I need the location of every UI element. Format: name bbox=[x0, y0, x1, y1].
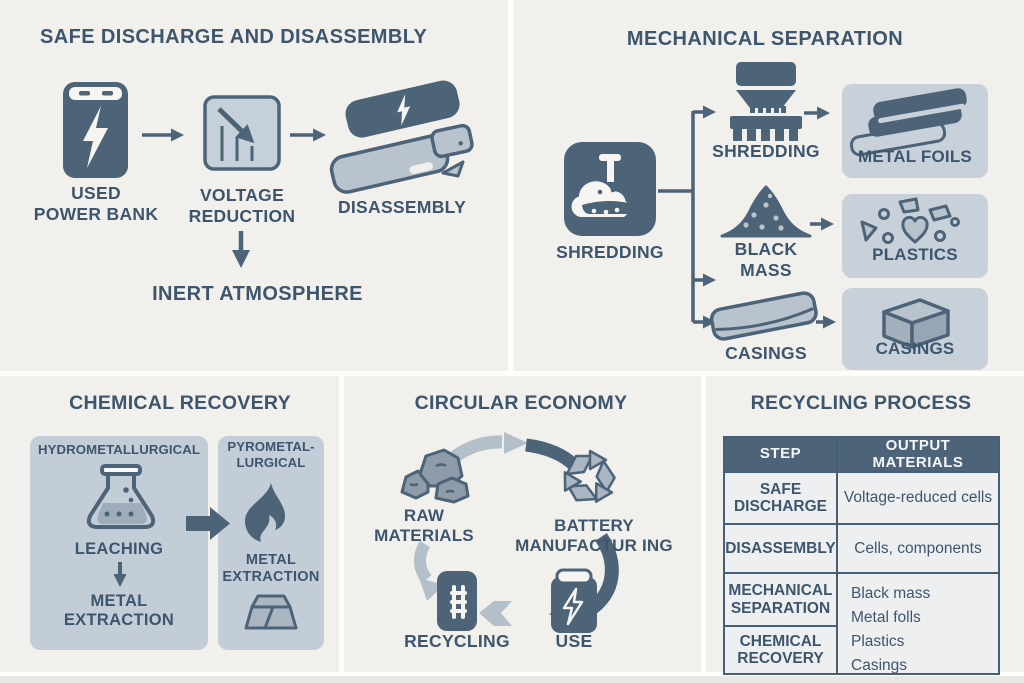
label-disassembly: DISASSEMBLY bbox=[337, 197, 467, 217]
panel-title-mechanical-separation: MECHANICAL SEPARATION bbox=[626, 28, 904, 50]
panel-title-chemical-recovery: CHEMICAL RECOVERY bbox=[69, 392, 291, 414]
label-metal-extraction-pyro: METAL EXTRACTION bbox=[222, 552, 320, 586]
recycling-process-table: STEP OUTPUT MATERIALS SAFE DISCHARGE Vol… bbox=[723, 436, 1000, 675]
label-use: USE bbox=[555, 631, 593, 651]
label-black-mass: BLACK MASS bbox=[734, 239, 798, 280]
label-pyrometallurgical: PYROMETAL- LURGICAL bbox=[227, 439, 315, 470]
table-header-step: STEP bbox=[723, 436, 836, 471]
table-row-mechanical-separation: MECHANICAL SEPARATION bbox=[723, 572, 836, 625]
shredder-machine-icon bbox=[730, 62, 802, 141]
divider-vertical-bottom-right bbox=[701, 376, 706, 674]
table-cell-voltage-reduced-cells: Voltage-reduced cells bbox=[836, 471, 998, 523]
table-row-safe-discharge: SAFE DISCHARGE bbox=[723, 471, 836, 523]
panel-title-safe-discharge: SAFE DISCHARGE AND DISASSEMBLY bbox=[40, 26, 428, 48]
ingot-icon bbox=[244, 594, 298, 630]
label-raw-materials: RAW MATERIALS bbox=[374, 506, 474, 546]
casing-slab-icon bbox=[709, 291, 818, 341]
label-plastics: PLASTICS bbox=[872, 245, 958, 264]
plastic-pieces-icon bbox=[860, 197, 960, 244]
label-inert-atmosphere: INERT ATMOSPHERE bbox=[152, 283, 363, 305]
recycle-arrows-icon bbox=[563, 449, 616, 503]
rocks-icon bbox=[400, 448, 470, 504]
branch-connector bbox=[658, 105, 716, 329]
label-used-power-bank: USED POWER BANK bbox=[33, 183, 159, 224]
table-row-chemical-recovery: CHEMICAL RECOVERY bbox=[723, 625, 836, 673]
flame-icon bbox=[245, 483, 285, 542]
label-shredding-row: SHREDDING bbox=[712, 141, 820, 161]
arrow-hydro-to-pyro bbox=[186, 507, 230, 540]
label-hydrometallurgical: HYDROMETALLURGICAL bbox=[38, 442, 200, 457]
divider-vertical-bottom-left bbox=[339, 376, 344, 674]
label-shredding-source: SHREDDING bbox=[556, 242, 664, 262]
shredder-feed-icon bbox=[564, 142, 656, 236]
disassembled-parts-icon bbox=[329, 80, 474, 194]
black-mass-pile-icon bbox=[720, 185, 812, 238]
casing-box-icon bbox=[882, 298, 950, 349]
label-voltage-reduction: VOLTAGE REDUCTION bbox=[188, 185, 296, 226]
table-row-disassembly: DISASSEMBLY bbox=[723, 523, 836, 572]
table-cell-merged-outputs: Black mass Metal folls Plastics Casings bbox=[836, 572, 998, 674]
label-battery-manufacturing: BATTERY MANUFACTUR ING bbox=[515, 516, 673, 556]
table-header-output: OUTPUT MATERIALS bbox=[836, 436, 998, 471]
panel-title-circular-economy: CIRCULAR ECONOMY bbox=[414, 392, 628, 414]
label-metal-foils: METAL FOILS bbox=[858, 147, 972, 166]
label-casings-row: CASINGS bbox=[725, 343, 807, 363]
panel-title-recycling-process: RECYCLING PROCESS bbox=[750, 392, 972, 414]
divider-horizontal-bottom bbox=[0, 672, 1024, 676]
flask-icon bbox=[86, 464, 156, 529]
divider-horizontal-middle bbox=[0, 371, 1024, 376]
table-cell-cells-components: Cells, components bbox=[836, 523, 998, 572]
label-recycling: RECYCLING bbox=[404, 631, 510, 651]
divider-vertical-top bbox=[508, 0, 513, 374]
label-leaching: LEACHING bbox=[74, 540, 164, 558]
bottom-strip bbox=[0, 676, 1024, 683]
label-metal-extraction-hydro: METAL EXTRACTION bbox=[63, 592, 175, 630]
power-bank-icon bbox=[63, 82, 128, 178]
voltage-chart-icon bbox=[203, 95, 281, 171]
label-casings-card: CASINGS bbox=[875, 339, 955, 358]
recycling-bin-battery-icon bbox=[437, 571, 477, 631]
metal-foils-icon bbox=[849, 88, 967, 157]
battery-use-icon bbox=[551, 568, 597, 633]
